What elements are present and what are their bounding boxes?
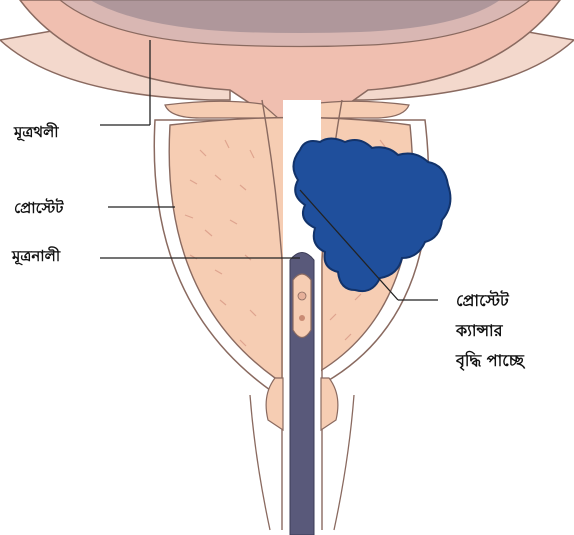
prostate-label: প্রোস্টেট	[14, 198, 63, 218]
cancer-label: প্রোস্টেট ক্যান্সার বৃদ্ধি পাচ্ছে	[456, 286, 524, 376]
cancer-label-line-2: ক্যান্সার	[456, 316, 524, 346]
verumontanum	[293, 274, 311, 338]
cancer-label-line-3: বৃদ্ধি পাচ্ছে	[456, 346, 524, 376]
sphincter-right	[321, 378, 338, 430]
bladder-neck-left	[165, 101, 278, 118]
urethra-label: মূত্রনালী	[12, 246, 60, 266]
bladder-label: মূত্রথলী	[14, 122, 59, 142]
cancer-label-line-1: প্রোস্টেট	[456, 286, 524, 316]
